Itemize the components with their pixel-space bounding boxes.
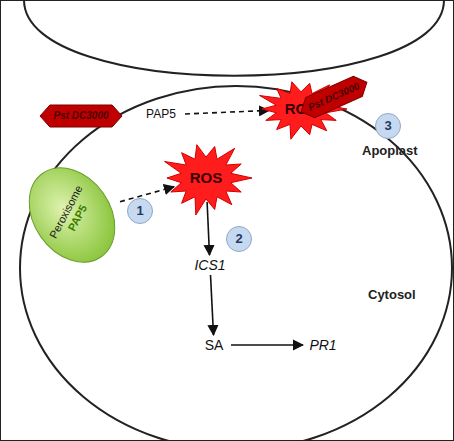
- region-label: Apoplast: [362, 143, 418, 158]
- node-text: ROS: [190, 169, 223, 186]
- text-holder: ICS1: [188, 256, 232, 274]
- callout-number: 1: [127, 198, 153, 224]
- ros-burst: ROS: [160, 140, 252, 216]
- text-holder: 2: [227, 227, 251, 251]
- callout-number: 2: [235, 232, 242, 247]
- node-text: Pst DC3000: [307, 81, 362, 114]
- callout-number: 2: [226, 226, 252, 252]
- region-label: Cytosol: [368, 287, 416, 302]
- text-holder: 3: [376, 114, 400, 138]
- gene-label: ICS1: [188, 256, 232, 274]
- neighbour-cell-wall: [24, 0, 444, 76]
- arrow-connector: [185, 110, 269, 114]
- text-holder: ROS: [160, 140, 252, 216]
- arrow-connector: [231, 344, 303, 346]
- callout-number: 3: [375, 113, 401, 139]
- peroxisome-organelle: PeroxisomePAP5: [16, 164, 128, 266]
- text-holder: PR1: [304, 336, 342, 354]
- plant-cell-membrane: [20, 86, 452, 441]
- hormone-label: SA: [198, 336, 230, 354]
- text-holder: 1: [128, 199, 152, 223]
- callout-number: 1: [136, 204, 143, 219]
- arrow-connector: [211, 275, 214, 335]
- text-holder: SA: [198, 336, 230, 354]
- node-text: ICS1: [194, 257, 225, 273]
- pathogen-shape: Pst DC3000: [40, 105, 122, 127]
- gene-label: PR1: [304, 336, 342, 354]
- node-text: SA: [205, 337, 224, 353]
- text-holder: PAP5: [138, 106, 184, 124]
- node-text: Pst DC3000: [53, 110, 108, 122]
- text-holder: PeroxisomePAP5: [1, 142, 144, 289]
- arrow-connector: [207, 202, 209, 255]
- text-holder: Pst DC3000: [297, 72, 372, 121]
- node-text: PR1: [309, 337, 336, 353]
- protein-label: PAP5: [138, 106, 184, 124]
- node-text: PAP5: [146, 108, 176, 122]
- text-holder: Pst DC3000: [40, 105, 122, 127]
- pathogen-shape: Pst DC3000: [297, 72, 372, 121]
- callout-number: 3: [384, 119, 391, 134]
